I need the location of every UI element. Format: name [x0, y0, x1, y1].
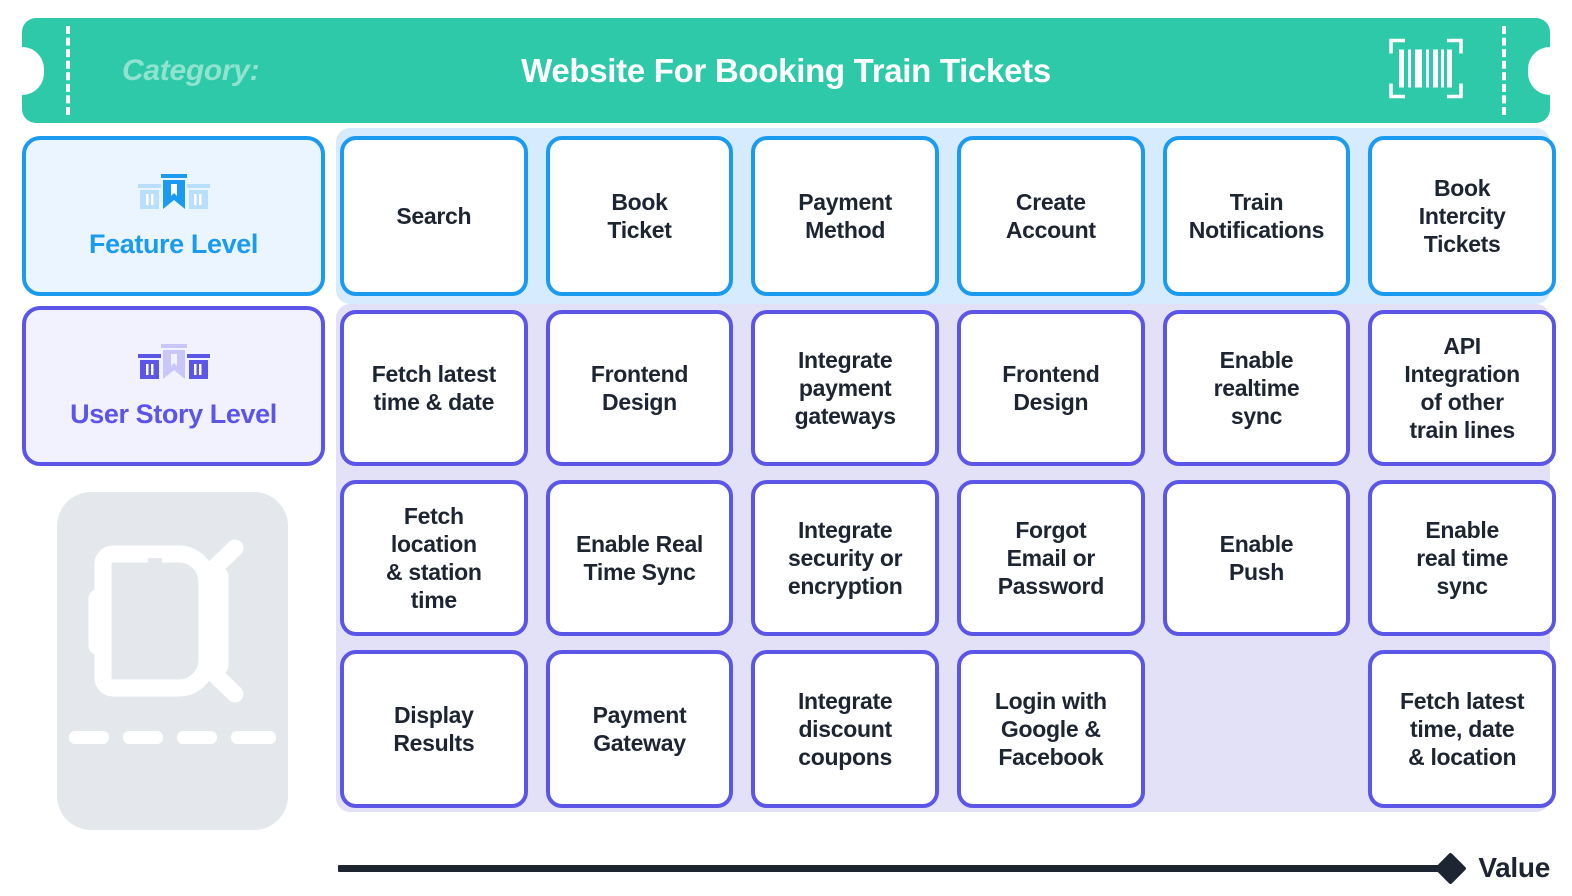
ticket-notch-right: [1528, 46, 1550, 95]
diamond-marker-icon: [1434, 851, 1468, 885]
feature-card[interactable]: Search: [340, 136, 528, 296]
podium-bookmark-icon: [137, 172, 211, 219]
podium-bookmark-icon: [137, 342, 211, 389]
header-ticket-banner: Category: Website For Booking Train Tick…: [22, 18, 1550, 123]
ticket-perforation-right: [1502, 26, 1506, 115]
page-title: Website For Booking Train Tickets: [521, 51, 1051, 89]
train-front-icon: [57, 492, 288, 830]
level-card-user-story-label: User Story Level: [70, 399, 277, 429]
level-card-feature-label: Feature Level: [89, 229, 258, 259]
level-card-user-story[interactable]: User Story Level: [22, 306, 325, 466]
ticket-notch-left: [22, 46, 44, 95]
category-label: Category:: [122, 53, 260, 87]
value-axis: Value: [338, 848, 1550, 888]
user-story-card-empty: [1163, 650, 1351, 808]
level-card-feature[interactable]: Feature Level: [22, 136, 325, 296]
value-axis-line: [338, 864, 1444, 872]
ticket-perforation-left: [66, 26, 70, 115]
barcode-icon: [1388, 37, 1464, 104]
value-axis-label: Value: [1478, 852, 1550, 883]
